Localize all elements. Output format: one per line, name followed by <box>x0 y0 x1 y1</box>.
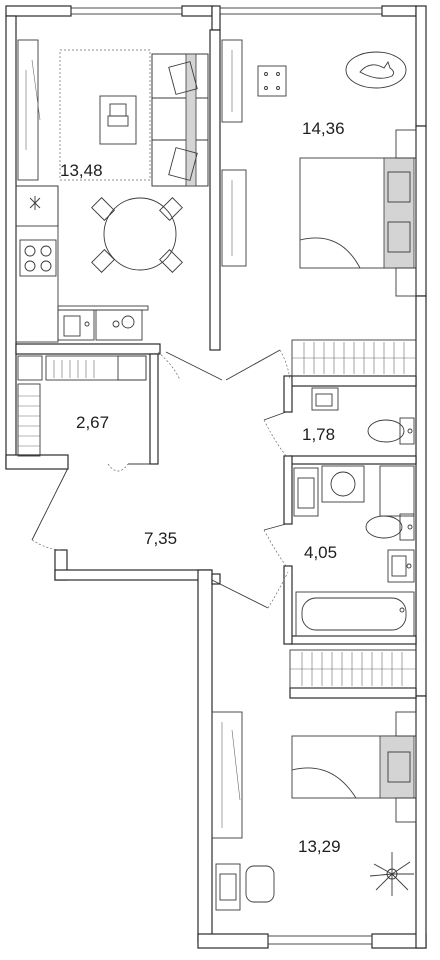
room-area-bathroom: 4,05 <box>304 543 337 562</box>
toilet-bowl-icon-2 <box>365 513 415 541</box>
wardrobe-strip <box>291 339 417 377</box>
bed <box>299 157 417 269</box>
snowflake-icon <box>29 196 41 210</box>
room-area-toilet: 1,78 <box>302 425 335 444</box>
sofa <box>151 53 209 187</box>
toilet-fixtures <box>311 387 415 445</box>
bedroom-2-furniture <box>211 711 417 911</box>
outer-walls <box>5 5 427 949</box>
stove-icon <box>19 239 57 277</box>
room-area-bedroom-1: 14,36 <box>302 119 345 138</box>
room-labels: 13,48 14,36 2,67 1,78 7,35 4,05 13,29 <box>60 119 345 856</box>
dish-rack-icon <box>95 309 143 341</box>
plant-icon <box>369 852 414 896</box>
wardrobe-strip-2 <box>289 649 417 689</box>
interior-walls <box>15 29 417 699</box>
bed-2 <box>291 735 417 799</box>
room-area-storage: 2,67 <box>76 413 109 432</box>
kitchen-living-furniture <box>15 39 209 381</box>
storage-furniture <box>17 383 41 457</box>
room-area-hallway: 7,35 <box>144 529 177 548</box>
dining-table <box>91 197 183 273</box>
rug <box>345 51 407 89</box>
doors <box>31 349 291 609</box>
washing-machine <box>321 465 365 503</box>
washbasin-icon <box>387 549 415 583</box>
toilet-bowl-icon <box>367 417 415 445</box>
bathroom-fixtures <box>293 465 415 637</box>
bathtub-icon <box>295 591 415 637</box>
bedroom-1-furniture <box>221 39 417 297</box>
room-area-bedroom-2: 13,29 <box>298 837 341 856</box>
room-area-kitchen-living: 13,48 <box>60 161 103 180</box>
sink-icon <box>57 309 95 341</box>
